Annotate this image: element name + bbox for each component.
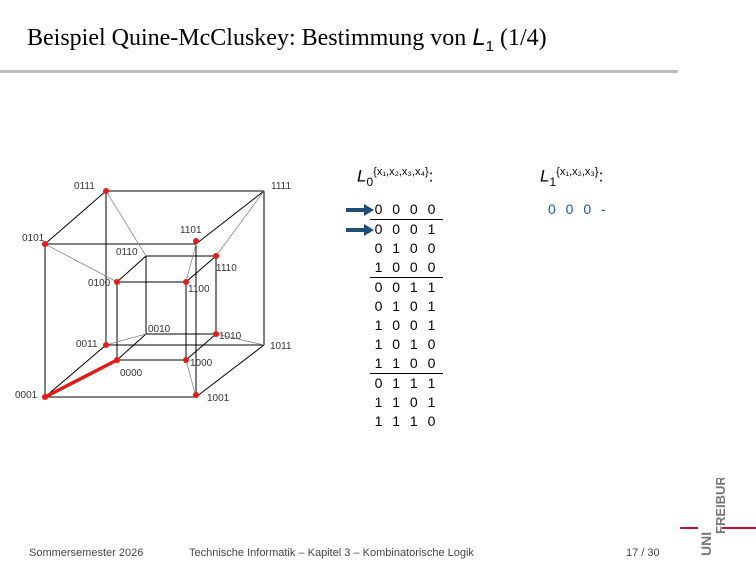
vertex-label: 1111 (271, 181, 291, 192)
vertex-label: 1110 (216, 263, 237, 274)
title-divider (0, 70, 678, 73)
implicant-row: 0 0 0 - (548, 201, 609, 217)
minterm-row: 0 1 0 0 (374, 240, 439, 256)
vertex-label: 0111 (74, 181, 95, 192)
hypercube-diagram: 0111 1111 0101 1101 0110 1110 0100 1100 … (15, 181, 292, 404)
minterm-row: 1 0 0 1 (374, 317, 439, 333)
vertex-label: 0100 (88, 278, 111, 289)
vertex-label: 0101 (22, 233, 45, 244)
vertex-dots (42, 188, 219, 400)
logo-freiburg-text: FREIBURG (713, 478, 728, 534)
vertex-label: 1001 (207, 393, 230, 404)
footer-course: Technische Informatik – Kapitel 3 – Komb… (189, 547, 474, 559)
minterm-row: 0 1 1 1 (370, 373, 443, 393)
minterm-row: 0 0 0 0 (374, 201, 439, 217)
vertex-labels: 0111 1111 0101 1101 0110 1110 0100 1100 … (15, 181, 292, 404)
vertex-label: 1101 (180, 225, 202, 236)
minterm-row: 0 1 0 1 (374, 298, 439, 314)
vertex-label: 1010 (219, 331, 242, 342)
vertex-label: 0001 (15, 390, 38, 401)
minterm-row: 0 0 0 1 (370, 219, 443, 239)
title-text: Beispiel Quine-McCluskey: Bestimmung von (27, 25, 467, 51)
footer-semester: Sommersemester 2026 (29, 547, 144, 559)
connecting-edges (44, 190, 265, 398)
university-logo: UNI FREIBURG (680, 478, 756, 556)
minterm-row: 1 1 0 0 (374, 355, 439, 371)
slide-title: Beispiel Quine-McCluskey: Bestimmung von… (27, 24, 547, 55)
vertex-label: 1000 (190, 358, 213, 369)
vertex-label: 1011 (270, 341, 292, 352)
vertex-label: 0110 (116, 247, 138, 258)
minterm-row: 1 0 1 0 (374, 336, 439, 352)
title-symbol: L1 (472, 24, 495, 55)
minterm-row: 0 0 1 1 (370, 277, 443, 297)
l0-minterm-list: 0 0 0 0 0 0 0 1 0 1 0 0 1 0 0 0 0 0 1 1 … (370, 200, 443, 431)
l1-heading: L1{x₁,x₂,x₃}: (540, 166, 604, 190)
outer-cube-edges (44, 190, 265, 398)
minterm-row: 1 1 0 1 (374, 394, 439, 410)
vertex-label: 0010 (148, 324, 171, 335)
l0-heading: L0{x₁,x₂,x₃,x₄}: (357, 166, 434, 190)
minterm-row: 1 1 1 0 (374, 413, 439, 429)
vertex-label: 1100 (188, 284, 210, 295)
l1-implicant-list: 0 0 0 - (548, 200, 609, 219)
vertex-label: 0011 (76, 339, 98, 350)
minterm-row: 1 0 0 0 (374, 259, 439, 275)
arrow-right-icon (346, 224, 374, 236)
inner-cube-edges (116, 255, 217, 361)
highlight-edge (44, 358, 118, 399)
logo-uni-text: UNI (698, 532, 714, 556)
arrow-right-icon (346, 204, 374, 216)
vertex-label: 0000 (120, 368, 143, 379)
title-suffix: (1/4) (494, 25, 547, 51)
footer-page-number: 17 / 30 (626, 547, 660, 559)
